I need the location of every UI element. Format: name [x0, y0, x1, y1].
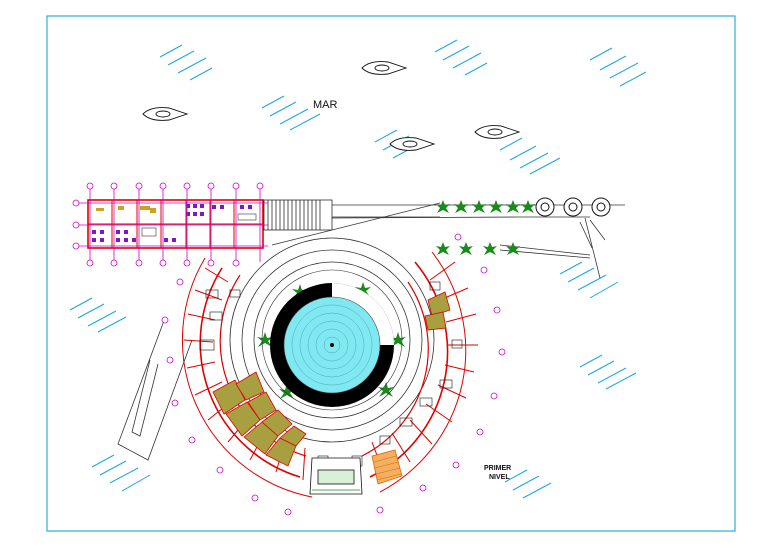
drawing-frame	[46, 15, 736, 532]
circular-building	[117, 237, 478, 498]
palm-tree-icon	[257, 200, 535, 399]
ramp	[117, 317, 193, 461]
sea-label: MAR	[313, 99, 338, 111]
grid-axis-bubbles	[161, 233, 506, 516]
boardwalk	[271, 202, 625, 279]
pier-building	[72, 182, 333, 267]
level-label-line2: NIVEL	[489, 474, 510, 481]
level-label-line1: PRIMER	[484, 465, 511, 472]
hatched-area	[371, 449, 403, 485]
umbrella-table-icon	[535, 197, 611, 217]
entrance	[309, 457, 363, 495]
stair-icon	[263, 199, 333, 231]
boat-icon	[142, 61, 521, 151]
water-hatch	[69, 39, 647, 499]
